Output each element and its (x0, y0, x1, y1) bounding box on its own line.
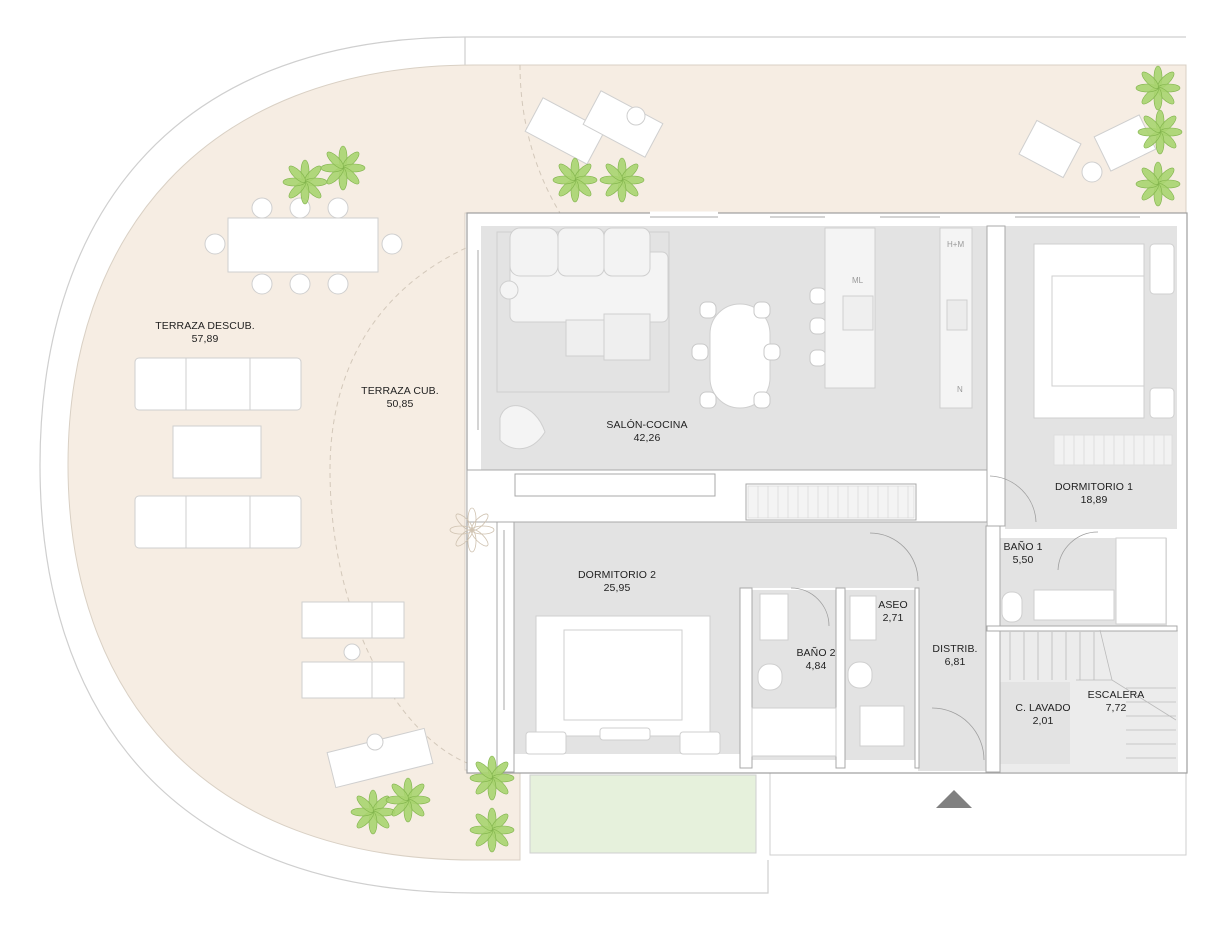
room-name: SALÓN-COCINA (606, 419, 688, 431)
fridge-label: H+M (947, 240, 964, 249)
bed-2 (525, 615, 721, 755)
room-label-terraza-cub: TERRAZA CUB. 50,85 (361, 385, 439, 411)
room-label-bano-2: BAÑO 2 4,84 (796, 647, 835, 673)
room-area: 7,72 (1105, 702, 1127, 714)
entrance-arrow-icon (936, 790, 972, 808)
room-label-aseo: ASEO 2,71 (878, 599, 908, 625)
bed-1 (1033, 243, 1175, 419)
room-label-salon-cocina: SALÓN-COCINA 42,26 (606, 419, 687, 445)
room-label-distrib: DISTRIB. 6,81 (932, 643, 977, 669)
room-area: 6,81 (944, 656, 966, 668)
room-name: TERRAZA CUB. (361, 385, 439, 397)
room-name: TERRAZA DESCUB. (155, 320, 255, 332)
room-name: BAÑO 1 (1003, 541, 1043, 553)
c-lavado-floor (1000, 682, 1070, 764)
room-label-terraza-descub: TERRAZA DESCUB. 57,89 (155, 320, 255, 346)
stairs (1009, 629, 1177, 759)
room-label-dormitorio-2: DORMITORIO 2 25,95 (578, 569, 656, 595)
wardrobe-bedroom-2 (747, 485, 915, 519)
window-marks (477, 211, 1140, 710)
n-mark-label: N (957, 385, 963, 394)
dishwasher-label: ML (852, 276, 864, 285)
room-name: ESCALERA (1087, 689, 1145, 701)
terrace-furniture (134, 90, 1157, 789)
room-area: 4,84 (805, 660, 827, 672)
room-area: 2,71 (882, 612, 904, 624)
room-name: BAÑO 2 (796, 647, 836, 659)
room-label-bano-1: BAÑO 1 5,50 (1003, 541, 1042, 567)
entrance-walkway (769, 772, 1187, 856)
room-name: ASEO (878, 599, 908, 611)
room-name: C. LAVADO (1015, 702, 1071, 714)
wardrobe-bedroom-1 (1053, 434, 1173, 466)
room-area: 42,26 (633, 432, 661, 444)
room-area: 2,01 (1032, 715, 1054, 727)
room-label-dormitorio-1: DORMITORIO 1 18,89 (1055, 481, 1133, 507)
distrib-floor (750, 522, 918, 588)
room-area: 25,95 (603, 582, 631, 594)
room-area: 57,89 (191, 333, 219, 345)
room-label-c-lavado: C. LAVADO 2,01 (1015, 702, 1070, 728)
bath-fixtures (751, 537, 1167, 757)
door-arcs (790, 475, 1099, 761)
room-area: 50,85 (386, 398, 414, 410)
room-label-escalera: ESCALERA 7,72 (1088, 689, 1145, 715)
room-name: DISTRIB. (932, 643, 978, 655)
room-area: 5,50 (1012, 554, 1034, 566)
garden-strip (529, 774, 757, 854)
room-name: DORMITORIO 2 (577, 569, 657, 581)
room-name: DORMITORIO 1 (1054, 481, 1134, 493)
sofa-living (496, 227, 670, 450)
dining-table (691, 287, 827, 409)
room-area: 18,89 (1080, 494, 1108, 506)
kitchen-island (824, 227, 973, 409)
